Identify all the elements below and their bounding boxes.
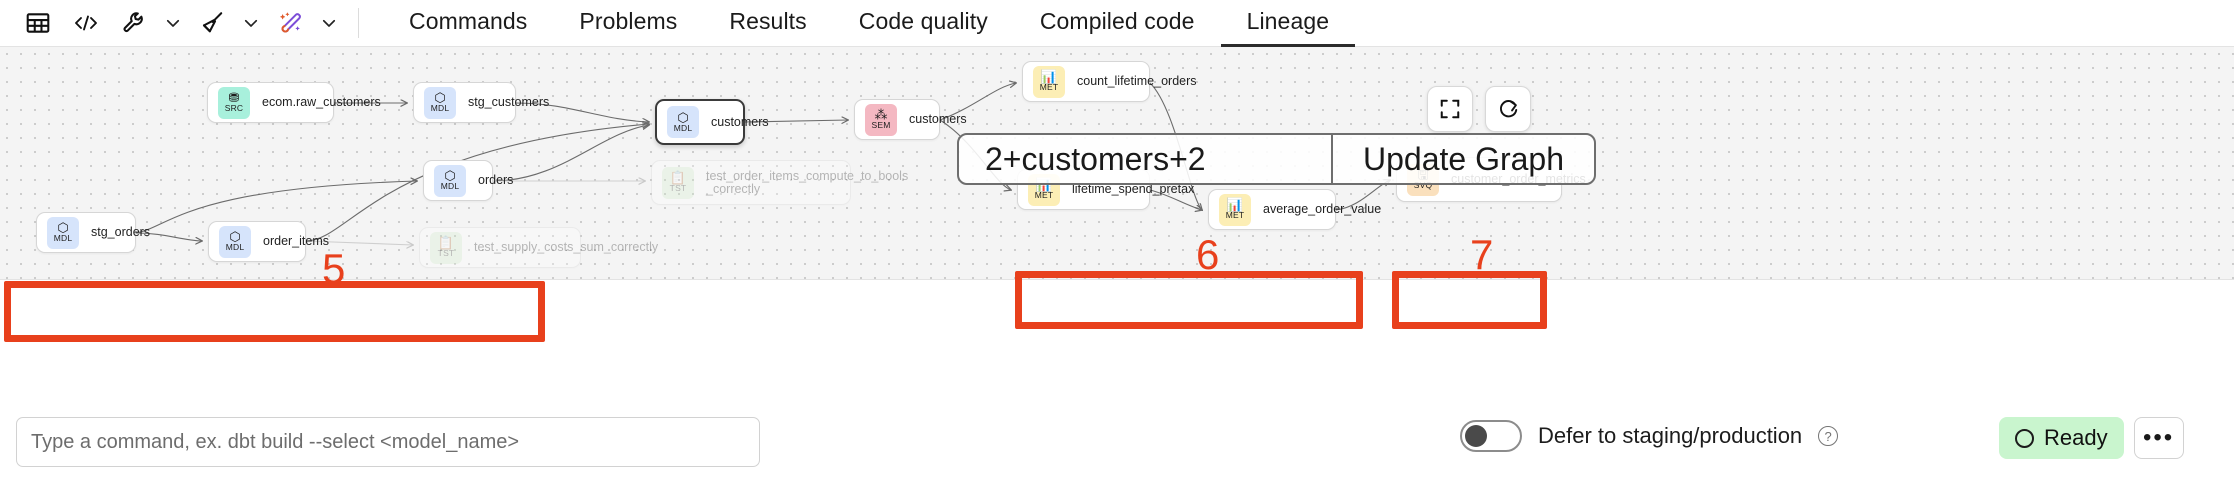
refresh-button[interactable] [1485,86,1531,132]
tab-problems[interactable]: Problems [579,8,678,34]
mdl-badge-icon: ⬡MDL [47,216,79,249]
node-label: test_order_items_compute_to_bools _corre… [706,168,909,196]
tst-glyph: 📋 [669,170,687,185]
node-type-tag: SRC [224,103,244,113]
ai-tool-group [266,3,344,43]
node-label: customers [909,112,967,126]
wrench-icon[interactable] [110,3,158,43]
table-icon[interactable] [14,3,62,43]
mdl-glyph: ⬡ [434,90,446,105]
lineage-node-test_supply_costs[interactable]: 📋TST test_supply_costs_sum_correctly [419,227,658,268]
node-type-tag: MDL [225,242,245,252]
code-icon[interactable] [62,3,110,43]
node-type-tag: MDL [53,233,73,243]
tab-commands[interactable]: Commands [409,8,528,34]
node-type-tag: TST [669,183,687,193]
sem-badge-icon: ⁂SEM [865,103,897,136]
tab-code-quality[interactable]: Code quality [858,8,988,34]
lineage-node-order_items[interactable]: ⬡MDL order_items [208,221,329,262]
mdl-glyph: ⬡ [57,220,69,235]
lineage-node-stg_customers[interactable]: ⬡MDL stg_customers [413,82,549,123]
lineage-node-stg_orders[interactable]: ⬡MDL stg_orders [36,212,150,253]
lineage-node-count_lifetime_orders[interactable]: 📊MET count_lifetime_orders [1022,61,1197,102]
met-badge-icon: 📊MET [1033,65,1065,98]
top-toolbar: Commands Problems Results Code quality C… [0,0,2234,47]
wrench-chevron-down-icon[interactable] [158,3,188,43]
mdl-badge-icon: ⬡MDL [219,225,251,258]
tab-results[interactable]: Results [729,8,807,34]
defer-control-group: Defer to staging/production ? [1460,420,1839,452]
toolbar-icon-group [0,0,373,47]
update-graph-button[interactable]: Update Graph [1362,140,1564,177]
toolbar-divider [358,8,359,38]
tst-glyph: 📋 [437,235,455,250]
defer-toggle-knob [1465,425,1487,447]
node-type-tag: MET [1039,82,1059,92]
lineage-node-test_order_items[interactable]: 📋TST test_order_items_compute_to_bools _c… [651,160,908,205]
node-label: orders [478,173,514,187]
fullscreen-button[interactable] [1427,86,1473,132]
status-ring-icon [2015,428,2034,448]
tab-bar: Commands Problems Results Code quality C… [383,0,1356,47]
node-type-tag: MET [1034,190,1054,200]
node-label: stg_orders [91,225,151,239]
node-label: lifetime_spend_pretax [1072,182,1195,196]
format-tool-group [110,3,188,43]
broom-chevron-down-icon[interactable] [236,3,266,43]
mdl-badge-icon: ⬡MDL [424,86,456,119]
graph-selector-expression[interactable]: 2+customers+2 [985,140,1206,177]
lineage-node-ecom_raw_customers[interactable]: ⛃SRC ecom.raw_customers [207,82,381,123]
src-glyph: ⛃ [228,90,240,105]
mdl-glyph: ⬡ [229,229,241,244]
src-badge-icon: ⛃SRC [218,86,250,119]
lineage-node-customers_mdl[interactable]: ⬡MDL customers [655,99,769,145]
lineage-node-customers_sem[interactable]: ⁂SEM customers [854,99,967,140]
lineage-node-average_order_value[interactable]: 📊MET average_order_value [1208,189,1381,230]
status-badge[interactable]: Ready [1999,417,2124,459]
node-label: ecom.raw_customers [262,95,381,109]
node-label: average_order_value [1263,202,1382,216]
tab-lineage[interactable]: Lineage [1220,0,1356,47]
broom-icon[interactable] [188,3,236,43]
overlay-divider [1330,135,1333,183]
sem-glyph: ⁂ [874,107,888,122]
defer-toggle[interactable] [1460,420,1522,452]
lineage-node-orders[interactable]: ⬡MDL orders [423,160,513,201]
node-type-tag: MDL [430,103,450,113]
node-type-tag: SVQ [1413,180,1433,190]
node-label: order_items [263,234,329,248]
mdl-badge-icon: ⬡MDL [434,164,466,197]
node-label: customers [711,114,769,129]
met-glyph: 📊 [1226,197,1244,212]
node-type-tag: TST [437,248,455,258]
graph-selector-overlay[interactable]: 2+customers+2 Update Graph [957,133,1596,185]
clean-tool-group [188,3,266,43]
magic-wand-icon[interactable] [266,3,314,43]
tst-badge-icon: 📋TST [430,231,462,264]
ai-chevron-down-icon[interactable] [314,3,344,43]
tab-compiled-code[interactable]: Compiled code [1039,8,1195,34]
more-options-button[interactable]: ••• [2133,417,2184,459]
node-label: stg_customers [468,95,550,109]
node-type-tag: SEM [871,120,891,130]
status-group: Ready ••• [1999,417,2184,459]
node-label: count_lifetime_orders [1077,74,1197,88]
met-glyph: 📊 [1040,69,1058,84]
command-input-wrapper[interactable] [16,417,760,467]
node-type-tag: MDL [673,122,693,133]
status-label: Ready [2044,425,2108,450]
mdl-glyph: ⬡ [677,109,689,125]
tst-badge-icon: 📋TST [662,166,694,199]
defer-label: Defer to staging/production [1538,423,1803,448]
node-type-tag: MET [1225,210,1245,220]
help-icon[interactable]: ? [1818,426,1839,446]
node-label: test_supply_costs_sum_correctly [474,240,659,254]
command-input[interactable] [31,430,745,454]
node-type-tag: MDL [440,181,460,191]
met-badge-icon: 📊MET [1219,193,1251,226]
mdl-glyph: ⬡ [444,168,456,183]
mdl-badge-icon: ⬡MDL [667,106,699,138]
